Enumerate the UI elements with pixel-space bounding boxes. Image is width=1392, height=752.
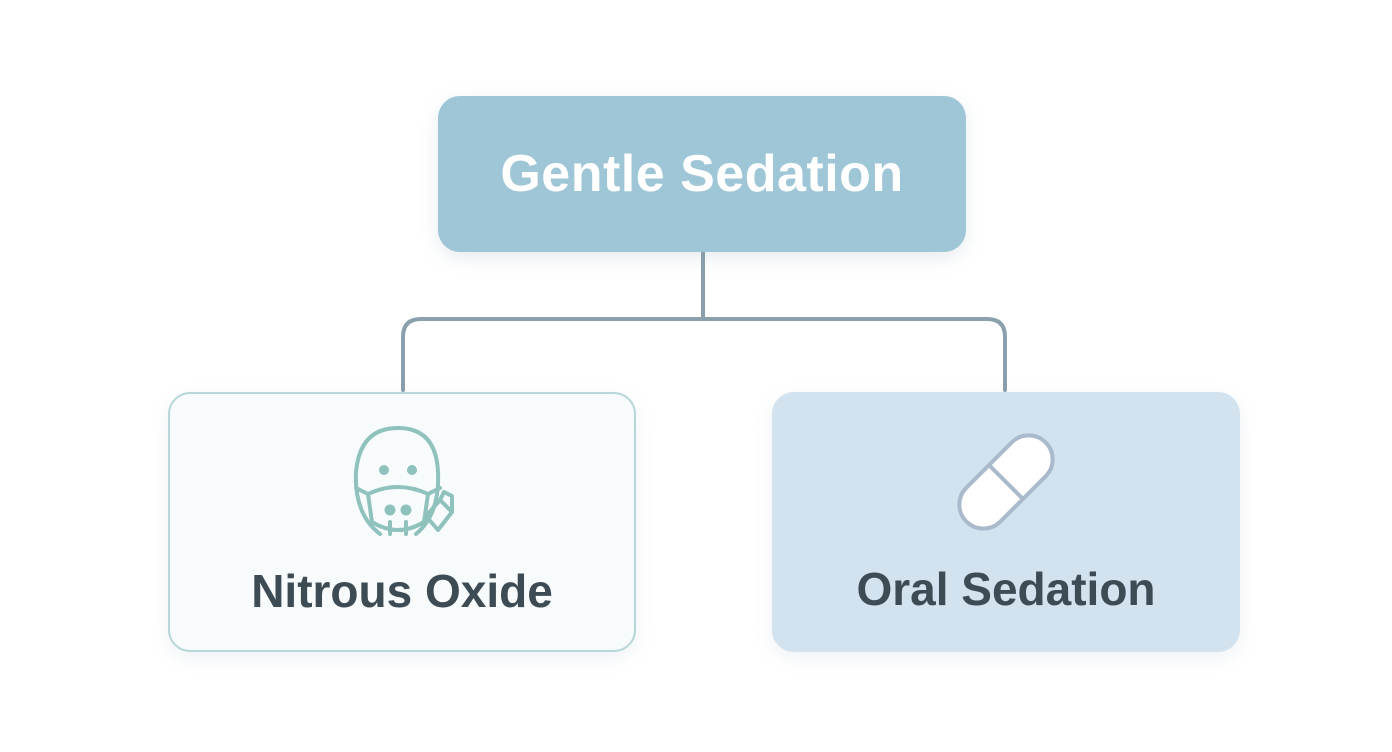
child-node-label: Nitrous Oxide	[251, 565, 553, 617]
child-node-oral-sedation: Oral Sedation	[772, 392, 1240, 652]
root-node-gentle-sedation: Gentle Sedation	[438, 96, 966, 252]
connector-path	[401, 250, 1007, 392]
child-node-label: Oral Sedation	[856, 563, 1156, 615]
gas-mask-icon	[170, 422, 634, 546]
child-node-nitrous-oxide: Nitrous Oxide	[168, 392, 636, 652]
root-node-label: Gentle Sedation	[500, 145, 904, 203]
pill-capsule-icon	[772, 420, 1240, 544]
